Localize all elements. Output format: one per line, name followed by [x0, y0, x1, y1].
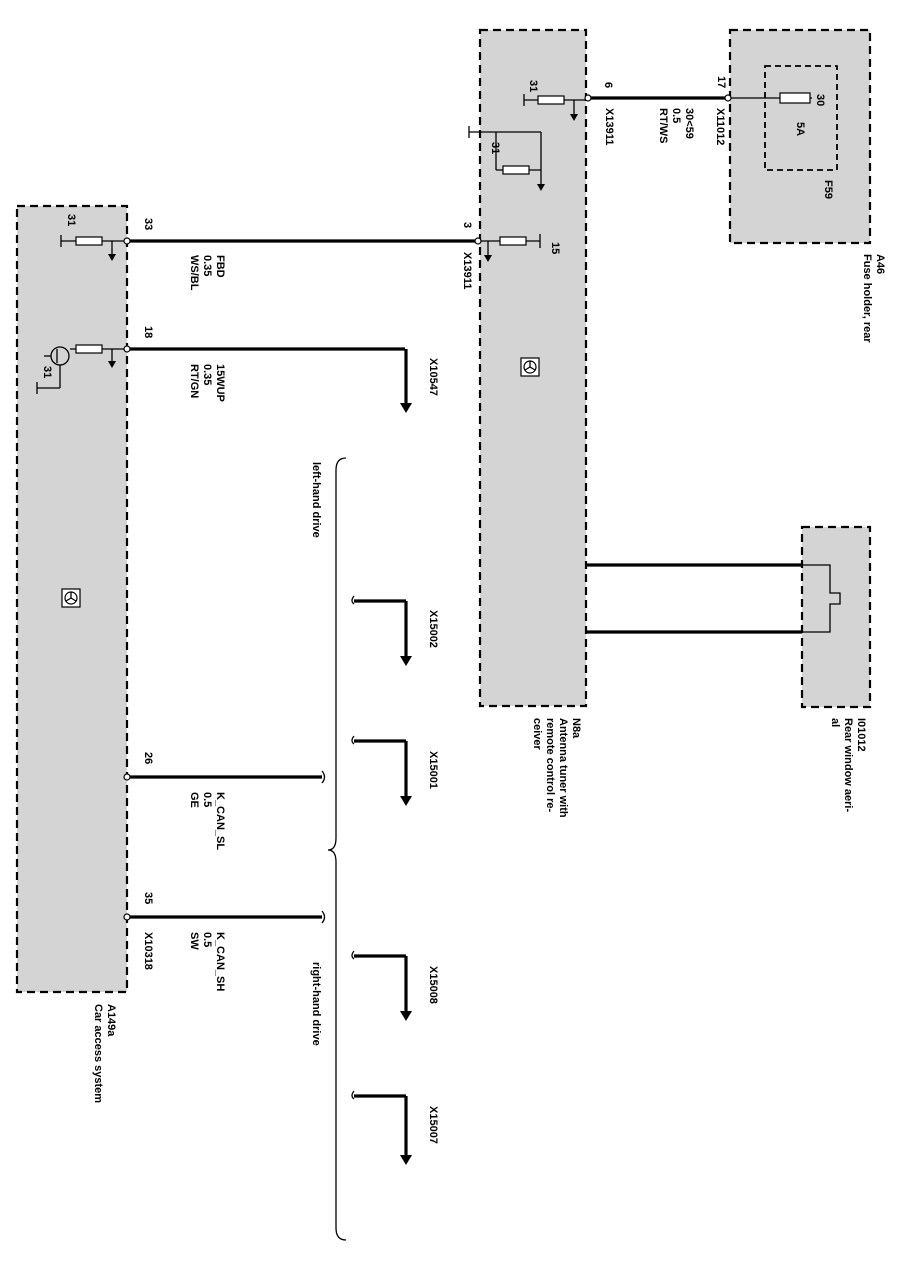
n8a-internal-circuit-mid — [468, 126, 545, 191]
connector-x15007-arrow — [351, 1090, 412, 1165]
cas-internal-circuit-top — [60, 235, 124, 261]
wire-30-59-signal: 30<59 — [683, 108, 695, 139]
wire-fbd-signal: FBD — [214, 255, 226, 278]
conn-x15007: X15007 — [427, 1106, 439, 1144]
connector-x15002-arrow — [351, 595, 412, 666]
conn-x13911-top: X13911 — [603, 108, 615, 145]
n8a-ecu-icon — [520, 357, 540, 377]
a149a-name: Car access system — [92, 1004, 104, 1103]
a149a-id: A149a — [105, 1004, 117, 1037]
n8a-internal-circuit-bottom — [481, 234, 541, 262]
cas-internal-circuit-mid — [36, 344, 124, 394]
conn-x11012: X11012 — [714, 108, 726, 145]
conn-x10547: X10547 — [427, 358, 439, 396]
variant-brace — [327, 457, 347, 1241]
conn-x15001: X15001 — [427, 751, 439, 789]
pin-3: 3 — [461, 222, 473, 228]
wire-can-sl-size: 0.5 — [201, 792, 213, 807]
n8a-name-2: remote control re- — [544, 718, 556, 812]
wire-can-sh-signal: K_CAN_SH — [214, 932, 226, 991]
right-hand-drive-label: right-hand drive — [310, 962, 322, 1046]
pin-35: 35 — [142, 892, 154, 904]
pin-26: 26 — [142, 752, 154, 764]
ground-31-n8a-mid: 31 — [489, 142, 501, 154]
can-sl-stub-end — [321, 770, 326, 784]
pin-33: 33 — [142, 218, 154, 230]
wire-can-sl-signal: K_CAN_SL — [214, 792, 226, 850]
wire-15wup-color: RT/GN — [188, 364, 200, 398]
fuse-f59-symbol — [731, 92, 812, 104]
can-sh-stub-end — [321, 910, 326, 924]
conn-x15002: X15002 — [427, 610, 439, 648]
connector-x15008-arrow — [351, 950, 412, 1021]
wire-can-sl-color: GE — [188, 792, 200, 808]
aerial-element — [802, 564, 841, 633]
rear-window-aerial-box[interactable] — [800, 525, 872, 709]
a46-name: Fuse holder, rear — [861, 254, 873, 343]
conn-x13911-bottom: X13911 — [461, 252, 473, 289]
left-hand-drive-label: left-hand drive — [310, 462, 322, 538]
fuse-holder-box[interactable] — [728, 28, 872, 245]
wire-15wup-size: 0.35 — [201, 364, 213, 385]
wire-30-59-color: RT/WS — [657, 108, 669, 143]
ground-31-n8a-top: 31 — [527, 80, 539, 92]
n8a-internal-circuit-top — [523, 94, 585, 121]
i01012-id: I01012 — [855, 718, 867, 752]
ground-31-cas-mid: 31 — [41, 366, 53, 378]
pin-15-label: 15 — [549, 242, 561, 254]
wire-can-sh-color: SW — [188, 932, 200, 950]
i01012-name-2: al — [829, 718, 841, 727]
wire-fbd-size: 0.35 — [201, 255, 213, 276]
pin-dots — [123, 94, 732, 921]
conn-x15008: X15008 — [427, 966, 439, 1004]
conn-x10318: X10318 — [142, 932, 154, 970]
wire-30-59-size: 0.5 — [670, 108, 682, 123]
wire-fbd-color: WS/BL — [188, 255, 200, 291]
wire-can-sh-size: 0.5 — [201, 932, 213, 947]
cas-ecu-icon — [61, 588, 81, 608]
f59-rating: 5A — [794, 122, 806, 136]
n8a-id: N8a — [570, 718, 582, 739]
ground-31-cas-top: 31 — [65, 214, 77, 226]
pin-17: 17 — [715, 76, 727, 88]
wire-15wup-signal: 15WUP — [214, 364, 226, 402]
n8a-name-3: ceiver — [531, 718, 543, 751]
connector-x15001-arrow — [351, 735, 412, 806]
f59-id: F59 — [822, 180, 834, 199]
i01012-name-1: Rear window aeri- — [842, 718, 854, 812]
pin-6: 6 — [602, 82, 614, 88]
f59-pin-30: 30 — [814, 94, 826, 106]
fuse-f59-box[interactable] — [764, 65, 838, 171]
connector-x10547-arrow — [400, 349, 412, 413]
n8a-name-1: Antenna tuner with — [557, 718, 569, 818]
pin-18: 18 — [142, 326, 154, 338]
a46-id: A46 — [874, 254, 886, 274]
